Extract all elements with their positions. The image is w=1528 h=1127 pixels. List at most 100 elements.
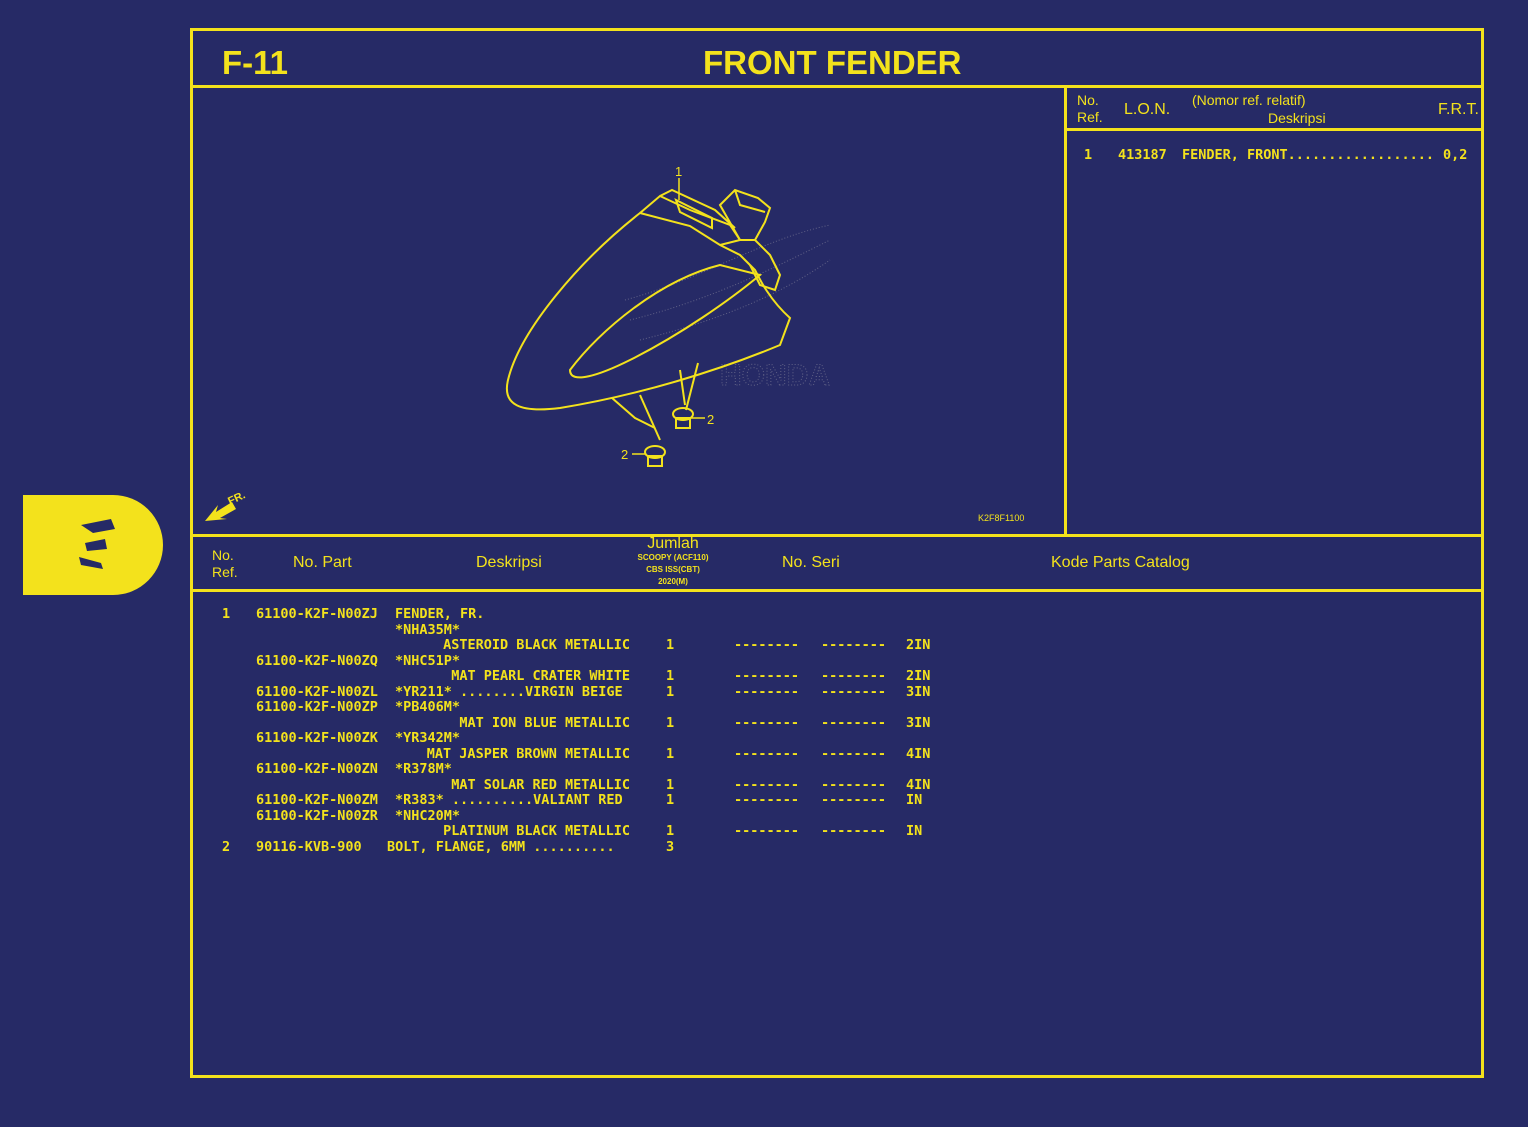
- row-description: ASTEROID BLACK METALLIC: [443, 637, 630, 653]
- bolt-drawing: [644, 407, 694, 467]
- row-serial-to: --------: [821, 668, 887, 684]
- row-part-no: 61100-K2F-N00ZR: [256, 808, 378, 824]
- row-description: MAT JASPER BROWN METALLIC: [426, 746, 630, 762]
- table-row: 1 -------- -------- 4IN MAT SOLAR RED METALL…: [0, 777, 1200, 793]
- row-part-no: 61100-K2F-N00ZQ: [256, 653, 378, 669]
- row-ref: 2: [222, 839, 231, 855]
- row-qty: 3: [666, 839, 675, 855]
- parts-header-desc: Deskripsi: [476, 554, 542, 571]
- row-description: *YR342M*: [395, 730, 461, 746]
- catalog-page-frame: [190, 28, 1484, 1078]
- row-description: *R383* ..........VALIANT RED: [395, 792, 623, 808]
- row-serial-from: --------: [734, 777, 800, 793]
- row-serial-to: --------: [821, 715, 887, 731]
- parts-header-qty-variant: CBS ISS(CBT): [646, 565, 700, 574]
- row-part-no: 61100-K2F-N00ZK: [256, 730, 378, 746]
- row-catalog-code: 4IN: [906, 777, 931, 793]
- lon-row-desc: FENDER, FRONT..................: [1182, 147, 1434, 163]
- row-part-no: 61100-K2F-N00ZM: [256, 792, 378, 808]
- row-part-no: 61100-K2F-N00ZN: [256, 761, 378, 777]
- row-qty: 1: [666, 746, 675, 762]
- lon-row-lon: 413187: [1118, 147, 1167, 163]
- parts-header-catalog: Kode Parts Catalog: [1051, 554, 1190, 571]
- row-part-no: 61100-K2F-N00ZL: [256, 684, 378, 700]
- table-row: 61100-K2F-N00ZQ *NHC51P*: [0, 653, 1200, 669]
- row-serial-to: --------: [821, 637, 887, 653]
- callout-2-left: 2: [621, 447, 628, 462]
- row-description: *YR211* ........VIRGIN BEIGE: [395, 684, 623, 700]
- row-catalog-code: 2IN: [906, 637, 931, 653]
- row-description: *R378M*: [395, 761, 452, 777]
- parts-header-no-ref: No. Ref.: [212, 547, 238, 581]
- row-description: *NHC51P*: [395, 653, 461, 669]
- row-description: *PB406M*: [395, 699, 461, 715]
- row-qty: 1: [666, 637, 675, 653]
- row-serial-to: --------: [821, 684, 887, 700]
- row-serial-from: --------: [734, 668, 800, 684]
- parts-header-qty: Jumlah SCOOPY (ACF110) CBS ISS(CBT) 2020…: [628, 536, 718, 588]
- table-row: 61100-K2F-N00ZN *R378M*: [0, 761, 1200, 777]
- lon-row-ref: 1: [1084, 147, 1093, 163]
- brand-watermark: HONDA: [624, 224, 831, 393]
- lon-header-desc-bottom: Deskripsi: [1268, 110, 1326, 126]
- row-description: *NHC20M*: [395, 808, 461, 824]
- row-catalog-code: 4IN: [906, 746, 931, 762]
- row-catalog-code: IN: [906, 792, 923, 808]
- parts-header-top-rule: [190, 534, 1484, 537]
- row-description: FENDER, FR.: [395, 606, 485, 622]
- lon-header-ref: Ref.: [1077, 109, 1103, 125]
- table-row: 61100-K2F-N00ZK *YR342M*: [0, 730, 1200, 746]
- row-catalog-code: 3IN: [906, 715, 931, 731]
- page-code: F-11: [222, 44, 289, 81]
- parts-header-part-no: No. Part: [293, 554, 352, 571]
- row-serial-from: --------: [734, 823, 800, 839]
- table-row: 1 -------- -------- IN PLATINUM BLACK METALL…: [0, 823, 1200, 839]
- section-glyph-icon: [79, 519, 115, 569]
- diagram-code: K2F8F1100: [978, 513, 1024, 523]
- header-rule: [190, 85, 1484, 88]
- row-description: MAT PEARL CRATER WHITE: [451, 668, 630, 684]
- row-qty: 1: [666, 684, 675, 700]
- row-catalog-code: IN: [906, 823, 923, 839]
- lon-header-rule: [1064, 128, 1484, 131]
- row-serial-to: --------: [821, 746, 887, 762]
- row-description: MAT SOLAR RED METALLIC: [451, 777, 630, 793]
- front-direction-label: FR.: [226, 489, 247, 507]
- parts-header-ref: Ref.: [212, 564, 238, 580]
- callout-2-right: 2: [707, 412, 714, 427]
- lon-header-no: No.: [1077, 92, 1099, 108]
- section-side-tab[interactable]: [23, 495, 163, 595]
- parts-header-no: No.: [212, 547, 234, 563]
- row-part-no: 61100-K2F-N00ZP: [256, 699, 378, 715]
- table-row: 61100-K2F-N00ZR *NHC20M*: [0, 808, 1200, 824]
- row-ref: 1: [222, 606, 231, 622]
- row-description: PLATINUM BLACK METALLIC: [443, 823, 630, 839]
- row-part-no: 61100-K2F-N00ZJ: [256, 606, 378, 622]
- row-qty: 1: [666, 715, 675, 731]
- lon-header-desc-top: (Nomor ref. relatif): [1192, 92, 1306, 108]
- parts-header-qty-year: 2020(M): [658, 577, 688, 586]
- row-serial-from: --------: [734, 684, 800, 700]
- row-serial-from: --------: [734, 637, 800, 653]
- row-serial-to: --------: [821, 792, 887, 808]
- row-qty: 1: [666, 777, 675, 793]
- callout-1: 1: [675, 164, 682, 179]
- svg-text:HONDA: HONDA: [720, 359, 830, 392]
- row-qty: 1: [666, 823, 675, 839]
- row-serial-to: --------: [821, 777, 887, 793]
- row-qty: 1: [666, 668, 675, 684]
- row-description: MAT ION BLUE METALLIC: [459, 715, 630, 731]
- row-serial-from: --------: [734, 792, 800, 808]
- fender-diagram: HONDA 1 2 2 FR. K2F8F1100: [205, 164, 1024, 523]
- lon-header-frt: F.R.T.: [1438, 101, 1479, 118]
- lon-header-no-ref: No. Ref.: [1077, 92, 1103, 126]
- row-serial-to: --------: [821, 823, 887, 839]
- lon-header-lon: L.O.N.: [1124, 101, 1171, 118]
- front-fender-drawing: [505, 188, 792, 441]
- diagram-divider: [1064, 85, 1067, 536]
- row-catalog-code: 3IN: [906, 684, 931, 700]
